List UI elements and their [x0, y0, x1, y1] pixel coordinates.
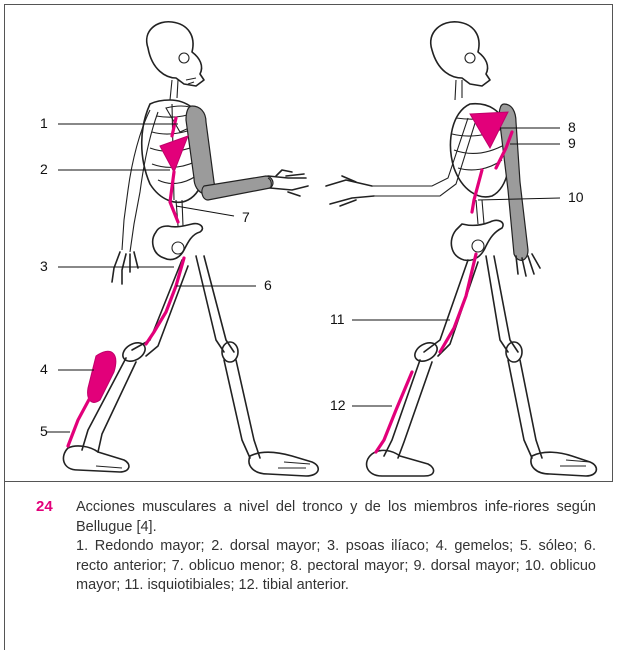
left-skeleton [46, 22, 318, 476]
label-7: 7 [242, 209, 250, 225]
label-8: 8 [568, 119, 576, 135]
figure-number: 24 [36, 498, 53, 515]
label-3: 3 [40, 258, 48, 274]
label-2: 2 [40, 161, 48, 177]
caption-body: Acciones musculares a nivel del tronco y… [76, 498, 596, 596]
label-6: 6 [264, 277, 272, 293]
label-12: 12 [330, 397, 346, 413]
caption-title: Acciones musculares a nivel del tronco y… [76, 499, 596, 535]
label-10: 10 [568, 189, 584, 205]
label-9: 9 [568, 135, 576, 151]
label-4: 4 [40, 361, 48, 377]
label-5: 5 [40, 423, 48, 439]
right-skeleton [326, 22, 596, 476]
skeleton-illustration: 1 2 3 4 5 6 7 8 9 10 11 12 [0, 0, 617, 482]
label-1: 1 [40, 115, 48, 131]
label-11: 11 [330, 311, 345, 327]
caption-legend-list: 1. Redondo mayor; 2. dorsal mayor; 3. ps… [76, 537, 596, 596]
